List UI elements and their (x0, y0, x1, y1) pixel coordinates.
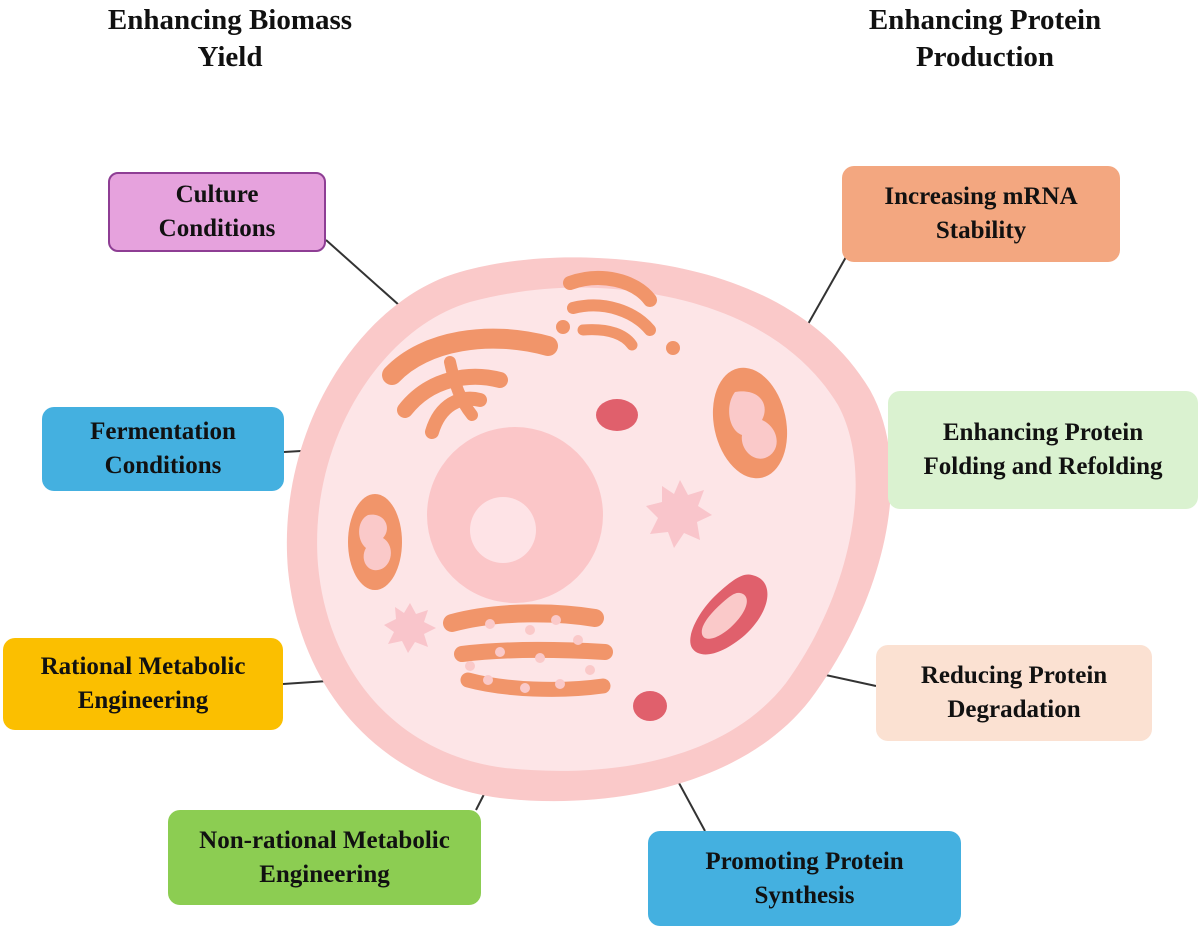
protein-folding-line-1: Enhancing Protein (942, 419, 1144, 446)
culture-conditions-line-2: Conditions (158, 215, 276, 242)
mrna-stability-line-2: Stability (935, 217, 1027, 244)
heading-protein-line-2: Production (915, 41, 1055, 73)
protein-degradation-box: Reducing Protein Degradation (876, 645, 1152, 741)
heading-biomass-line-1: Enhancing Biomass (107, 4, 353, 36)
vacuole-inner (701, 592, 747, 639)
protein-degradation-line-1: Reducing Protein (920, 662, 1108, 689)
ribosome-1 (485, 619, 495, 629)
ribosome-2 (525, 625, 535, 635)
ribosome-7 (483, 675, 493, 685)
non-rational-metabolic-engineering-box: Non-rational Metabolic Engineering (168, 810, 481, 905)
ribosome-8 (520, 683, 530, 693)
ribosome-10 (585, 665, 595, 675)
rough-er-lower-membrane-3 (460, 672, 611, 697)
vacuole (690, 574, 768, 655)
mitochondrion-left (348, 494, 402, 590)
mrna-stability-box: Increasing mRNA Stability (842, 166, 1120, 262)
ribosome-6 (535, 653, 545, 663)
golgi-apparatus (556, 271, 680, 355)
mitochondrion-right (712, 367, 788, 479)
rough-er-lower-membrane-2 (454, 642, 613, 662)
protein-folding-line-2: Folding and Refolding (923, 453, 1163, 480)
fermentation-conditions-line-1: Fermentation (90, 418, 236, 445)
er-membrane-1 (382, 328, 558, 385)
mitochondrion-left-cristae (359, 514, 391, 571)
ribosome-11 (465, 661, 475, 671)
centrosome-right (646, 480, 712, 548)
golgi-cisterna-3 (577, 324, 638, 351)
protein-folding-box: Enhancing Protein Folding and Refolding (888, 391, 1198, 509)
non-rational-metabolic-engineering-line-2: Engineering (259, 860, 390, 888)
culture-conditions-box: Culture Conditions (108, 172, 326, 252)
golgi-vesicle-1 (556, 320, 570, 334)
rough-er-lower-membranes (443, 604, 613, 697)
lysosome-2 (633, 691, 667, 721)
ribosomes (465, 615, 595, 693)
er-membrane-4 (444, 356, 478, 421)
heading-biomass: Enhancing Biomass Yield (50, 2, 410, 76)
heading-protein-line-1: Enhancing Protein (868, 4, 1102, 36)
mitochondrion-right-cristae (729, 391, 777, 459)
rough-er-lower (443, 604, 613, 697)
protein-synthesis-box: Promoting Protein Synthesis (648, 831, 961, 926)
golgi-cisterna-1 (563, 271, 657, 307)
ribosome-4 (573, 635, 583, 645)
rough-er (382, 328, 558, 439)
rational-metabolic-engineering-line-2: Engineering (77, 687, 209, 714)
heading-protein: Enhancing Protein Production (800, 2, 1170, 76)
non-rational-metabolic-engineering-line-1: Non-rational Metabolic (199, 826, 450, 854)
mrna-stability-line-1: Increasing mRNA (884, 183, 1078, 210)
heading-biomass-line-2: Yield (197, 41, 263, 73)
rational-metabolic-engineering-box: Rational Metabolic Engineering (3, 638, 283, 730)
ribosome-3 (551, 615, 561, 625)
rational-metabolic-engineering-line-1: Rational Metabolic (40, 653, 246, 680)
lysosome-1 (596, 399, 638, 431)
protein-synthesis-line-2: Synthesis (754, 881, 855, 909)
fermentation-conditions-box: Fermentation Conditions (42, 407, 284, 491)
rough-er-lower-membrane-1 (443, 604, 604, 632)
protein-degradation-line-2: Degradation (947, 696, 1081, 723)
protein-synthesis-line-1: Promoting Protein (705, 847, 904, 875)
centrosome-left (384, 603, 436, 653)
fermentation-conditions-line-2: Conditions (104, 452, 222, 479)
ribosome-9 (555, 679, 565, 689)
nucleolus (470, 497, 536, 563)
golgi-cisterna-2 (567, 299, 656, 336)
ribosome-5 (495, 647, 505, 657)
er-membrane-3 (425, 391, 487, 439)
culture-conditions-line-1: Culture (175, 181, 259, 208)
golgi-vesicle-2 (666, 341, 680, 355)
